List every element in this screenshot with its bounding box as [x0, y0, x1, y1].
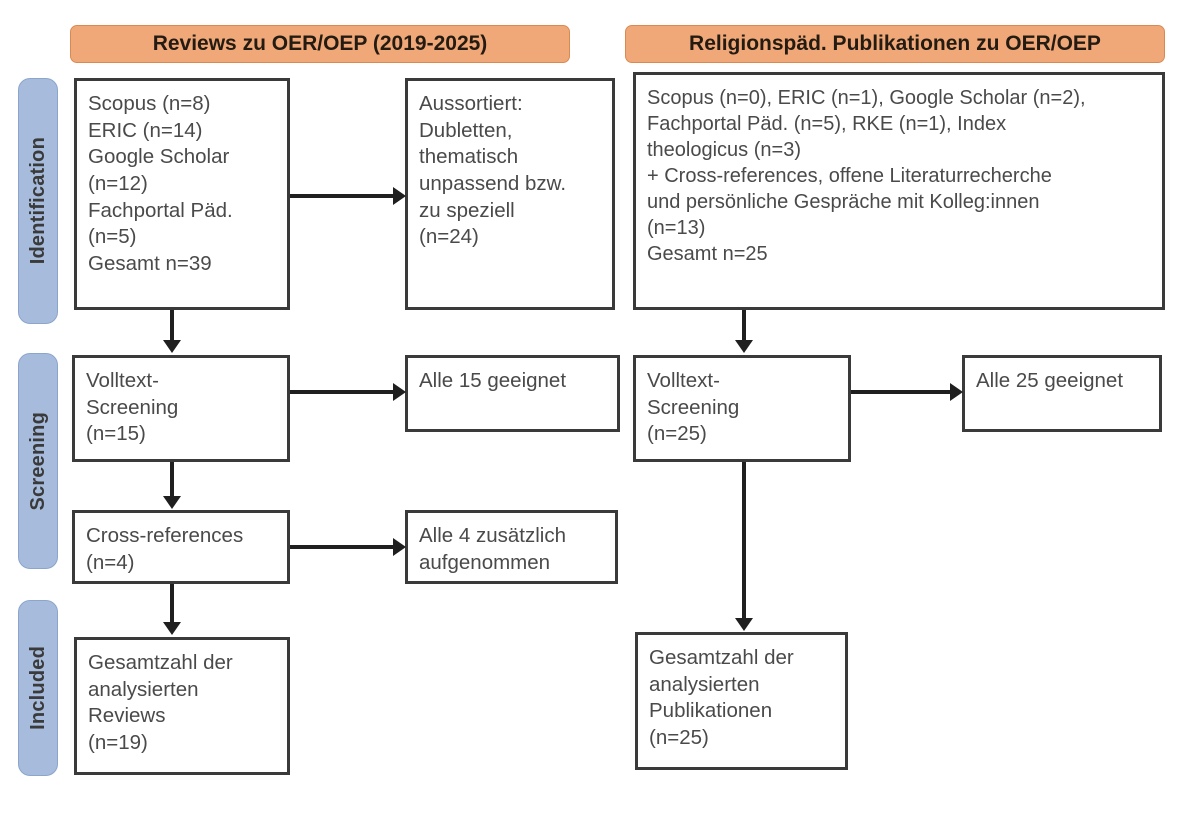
- box-left-excluded: Aussortiert: Dubletten, thematisch unpas…: [405, 78, 615, 310]
- phase-label-identification: Identification: [18, 78, 58, 324]
- arrowhead-left-sources-to-excluded: [393, 187, 406, 205]
- phase-label-screening: Screening: [18, 353, 58, 569]
- box-right-included-total: Gesamtzahl der analysierten Publikatione…: [635, 632, 848, 770]
- box-left-crossrefs: Cross-references (n=4): [72, 510, 290, 584]
- box-left-sources: Scopus (n=8) ERIC (n=14) Google Scholar …: [74, 78, 290, 310]
- connector-left-crossrefs-to-included: [170, 584, 174, 624]
- arrowhead-right-fulltext-to-result: [950, 383, 963, 401]
- arrowhead-left-crossrefs-to-included: [163, 622, 181, 635]
- connector-left-fulltext-to-result: [290, 390, 395, 394]
- arrowhead-left-fulltext-to-crossrefs: [163, 496, 181, 509]
- connector-right-fulltext-to-included: [742, 462, 746, 620]
- arrowhead-left-fulltext-to-result: [393, 383, 406, 401]
- connector-right-sources-to-fulltext: [742, 310, 746, 342]
- box-left-fulltext-result: Alle 15 geeignet: [405, 355, 620, 432]
- connector-left-crossrefs-to-result: [290, 545, 395, 549]
- phase-label-identification-text: Identification: [26, 137, 49, 265]
- arrowhead-right-fulltext-to-included: [735, 618, 753, 631]
- connector-left-sources-to-excluded: [290, 194, 395, 198]
- box-left-included-total: Gesamtzahl der analysierten Reviews (n=1…: [74, 637, 290, 775]
- arrowhead-left-crossrefs-to-result: [393, 538, 406, 556]
- arrowhead-right-sources-to-fulltext: [735, 340, 753, 353]
- column-header-left: Reviews zu OER/OEP (2019-2025): [70, 25, 570, 63]
- connector-left-fulltext-to-crossrefs: [170, 462, 174, 498]
- phase-label-included-text: Included: [26, 646, 49, 730]
- connector-left-sources-to-fulltext: [170, 310, 174, 342]
- box-left-fulltext-screening: Volltext- Screening (n=15): [72, 355, 290, 462]
- arrowhead-left-sources-to-fulltext: [163, 340, 181, 353]
- connector-right-fulltext-to-result: [851, 390, 952, 394]
- phase-label-screening-text: Screening: [26, 411, 49, 511]
- box-right-fulltext-screening: Volltext- Screening (n=25): [633, 355, 851, 462]
- column-header-right: Religionspäd. Publikationen zu OER/OEP: [625, 25, 1165, 63]
- box-left-crossrefs-result: Alle 4 zusätzlich aufgenommen: [405, 510, 618, 584]
- box-right-fulltext-result: Alle 25 geeignet: [962, 355, 1162, 432]
- box-right-sources: Scopus (n=0), ERIC (n=1), Google Scholar…: [633, 72, 1165, 310]
- phase-label-included: Included: [18, 600, 58, 776]
